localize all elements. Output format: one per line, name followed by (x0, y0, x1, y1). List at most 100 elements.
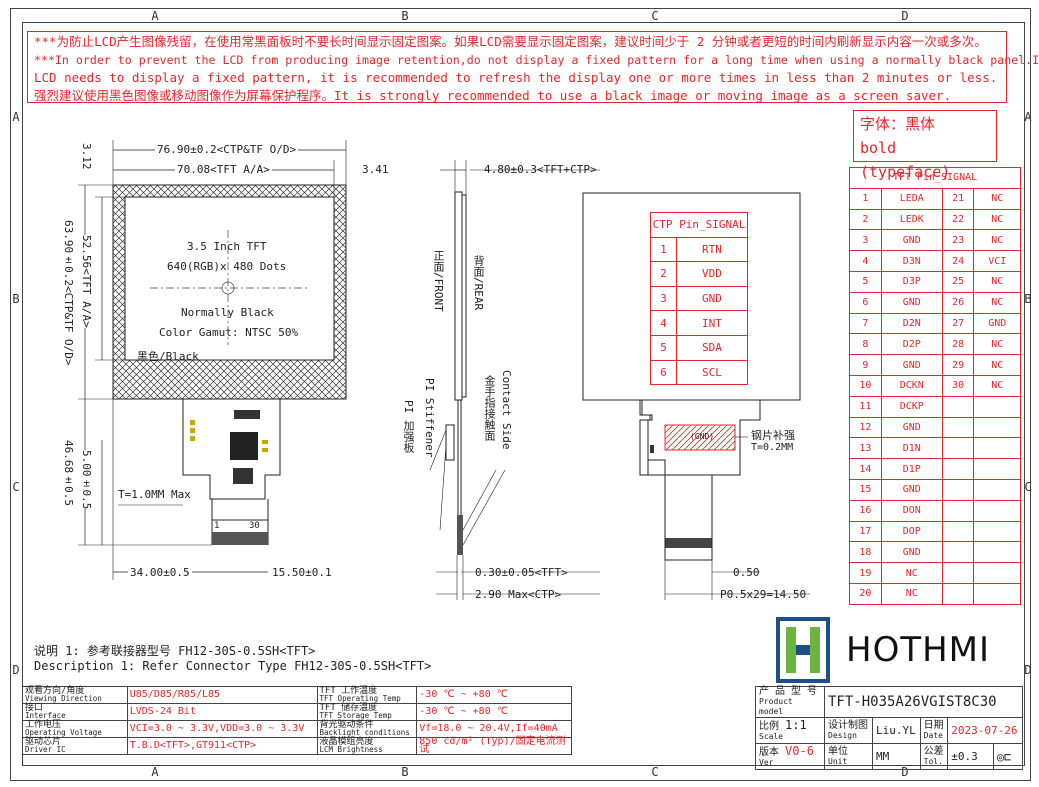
design-en: Design (828, 730, 857, 740)
tft-pin-num: 26 (941, 291, 975, 314)
dim-fpc-width: 15.50±0.1 (272, 566, 332, 579)
tft-pin-signal: NC (880, 582, 943, 605)
ctp-pin-signal: SCL (675, 359, 749, 386)
tft-pin-signal (973, 520, 1021, 543)
tft-pin-num: 30 (941, 374, 975, 397)
spec-label-en: Driver IC (25, 745, 66, 754)
tft-pin-signal: DOP (880, 520, 943, 543)
spec-label-cn: 观看方向/角度 (25, 686, 85, 696)
contact-label: 金手指接触面 (483, 375, 496, 441)
warning-line-2: ***In order to prevent the LCD from prod… (34, 53, 1039, 67)
zone-top-d: D (901, 9, 909, 23)
model-label-cn: 产 品 型 号 (759, 686, 818, 697)
tft-pin-signal: D1P (880, 458, 943, 480)
tft-pin-num: 21 (941, 187, 975, 210)
pin-30-label: 30 (249, 521, 260, 531)
tolerance: ±0.3 (947, 743, 994, 770)
tft-pin-signal: NC (973, 354, 1021, 376)
stiffener-label-en: PI Stiffener (423, 378, 436, 458)
spec-value: T.B.D<TFT>,GT911<CTP> (129, 740, 257, 751)
model-number: TFT-H035A26VGIST8C30 (824, 686, 1023, 718)
panel-resolution: 640(RGB)x 480 Dots (167, 260, 287, 273)
tft-pin-num: 3 (849, 229, 882, 252)
pitch-small: 0.50 (733, 566, 760, 579)
tft-pin-num (941, 582, 975, 605)
tol-en: Tol. (923, 756, 943, 766)
spec-label-cn: 背光驱动条件 (319, 720, 374, 730)
scale-cn: 比例 (759, 720, 779, 732)
spec-label-en: TFT Operating Temp (319, 694, 401, 703)
zone-right-a: A (1024, 110, 1032, 124)
pitch-note: P0.5x29=14.50 (720, 588, 807, 601)
tft-pin-signal: NC (973, 374, 1021, 397)
zone-right-b: B (1024, 292, 1032, 306)
thickness-note: T=1.0MM Max (118, 488, 191, 501)
dim-total-height: 63.90±0.2<CTP&TF O/D> (62, 220, 75, 366)
tft-pin-signal (973, 499, 1021, 522)
spec-label-en: Backlight conditions (319, 728, 410, 737)
tft-pin-num (941, 416, 975, 439)
front-fpc-gold-fingers (212, 532, 268, 545)
tft-pin-signal (973, 416, 1021, 439)
spec-value: LVDS-24 Bit (129, 706, 196, 717)
tft-pin-signal: NC (973, 333, 1021, 356)
tft-pin-num: 14 (849, 458, 882, 480)
tft-pin-signal: VCI (973, 250, 1021, 272)
panel-gamut: Color Gamut: NTSC 50% (159, 326, 299, 339)
side-view-panel (454, 191, 463, 401)
tft-pin-signal: GND (973, 312, 1021, 335)
tft-pin-num: 17 (849, 520, 882, 543)
font-note-cn: 字体：黑体 (860, 115, 936, 133)
tft-pin-signal: D2N (880, 312, 943, 335)
tft-pin-num: 20 (849, 582, 882, 605)
tft-pin-num: 12 (849, 416, 882, 439)
spec-value: Vf=18.0 ~ 20.4V,If=40mA (419, 723, 558, 734)
tft-pin-header: TFT Pin_SIGNAL (849, 167, 1021, 189)
tol-cn: 公差 (923, 745, 944, 757)
tft-pin-signal: DCKP (880, 395, 943, 418)
tft-pin-num: 1 (849, 187, 882, 210)
tft-pin-signal: NC (973, 187, 1021, 210)
warning-box: ***为防止LCD产生图像残留，在使用常黑面板时不要长时间显示固定图案。如果LC… (27, 31, 1039, 103)
drawing-frame (10, 8, 1031, 781)
note-en: Description 1: Refer Connector Type FH12… (34, 659, 432, 673)
brand-name: HOTHMI (846, 630, 991, 670)
dim-tft: 0.30±0.05<TFT> (475, 566, 568, 579)
ctp-pin-signal: SDA (675, 334, 749, 361)
tft-pin-signal (973, 478, 1021, 501)
ver-cn: 版本 (759, 746, 779, 758)
tft-pin-signal: NC (973, 291, 1021, 314)
tft-pin-num (941, 478, 975, 501)
tft-pin-signal: D2P (880, 333, 943, 356)
ctp-pin-signal: RTN (675, 236, 749, 263)
dim-aa-height: 52.56<TFT A/A> (80, 235, 93, 328)
rear-fpc-gold-fingers (665, 538, 712, 548)
tft-pin-signal: DON (880, 499, 943, 522)
zone-left-b: B (12, 292, 20, 306)
front-label: 正面/FRONT (432, 250, 445, 312)
ctp-pin-num: 4 (650, 310, 677, 336)
ctp-pin-num: 5 (650, 334, 677, 361)
spec-value: U85/D85/R85/L85 (129, 689, 221, 700)
tft-pin-num: 7 (849, 312, 882, 335)
spec-value: -30 ℃ ~ +80 ℃ (419, 689, 508, 700)
tft-pin-num: 29 (941, 354, 975, 376)
tft-pin-signal: NC (973, 270, 1021, 293)
ctp-pin-num: 6 (650, 359, 677, 386)
